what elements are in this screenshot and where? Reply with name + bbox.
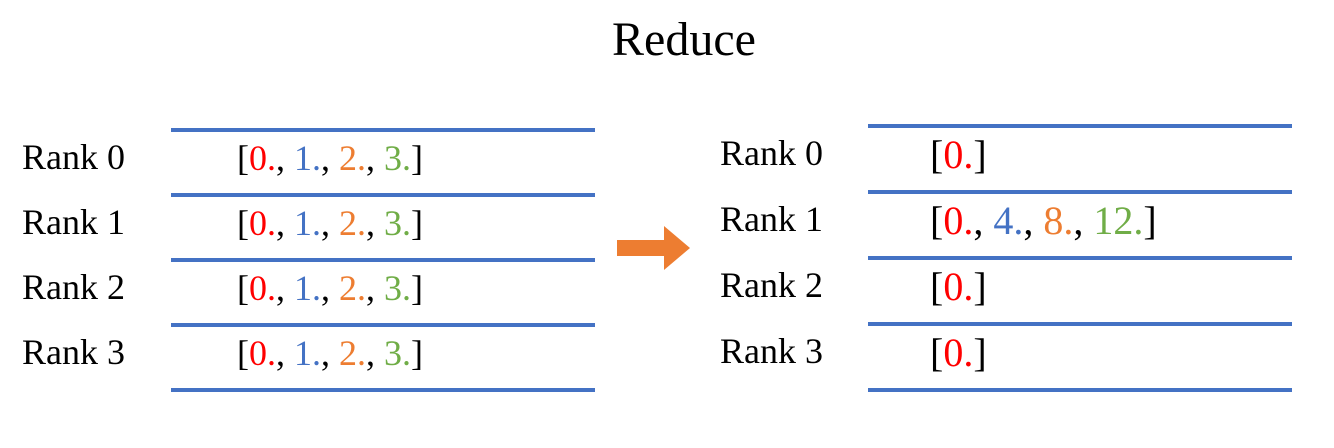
rank-label: Rank 1 (720, 190, 868, 256)
tensor-close-bracket: ] (411, 202, 423, 243)
table-row: Rank 0 [0., 1., 2., 3.] (22, 128, 595, 193)
tensor-cell: [0., 1., 2., 3.] (171, 323, 595, 388)
tensor-separator: , (321, 332, 339, 373)
tensor-value: 3. (384, 137, 411, 178)
tensor-separator: , (276, 267, 294, 308)
tensor-open-bracket: [ (930, 131, 944, 177)
tensor-separator: , (276, 332, 294, 373)
tensor-close-bracket: ] (1143, 197, 1157, 243)
tensor-value: 2. (339, 202, 366, 243)
rank-label-text: Rank 1 (720, 199, 823, 239)
diagram-title: Reduce (612, 13, 756, 66)
tensor-value: 3. (384, 332, 411, 373)
table-bottom-line (868, 388, 1292, 392)
tensor-cell: [0., 1., 2., 3.] (171, 128, 595, 193)
tensor-open-bracket: [ (930, 197, 944, 243)
table-row: Rank 1 [0., 1., 2., 3.] (22, 193, 595, 258)
tensor-cell: [0., 1., 2., 3.] (171, 193, 595, 258)
tensor-value: 0. (943, 131, 974, 177)
tensor-separator: , (366, 332, 384, 373)
rank-label-text: Rank 1 (22, 201, 125, 242)
rank-label: Rank 3 (720, 322, 868, 388)
tensor-value: 0. (943, 263, 974, 309)
tensor-close-bracket: ] (411, 137, 423, 178)
table-bottom-line (171, 388, 595, 392)
tensor-separator: , (321, 202, 339, 243)
table-row: Rank 1 [0., 4., 8., 12.] (720, 190, 1292, 256)
tensor-open-bracket: [ (237, 332, 249, 373)
table-row: Rank 2 [0.] (720, 256, 1292, 322)
table-row: Rank 3 [0.] (720, 322, 1292, 388)
rank-label: Rank 0 (22, 128, 171, 193)
rank-label: Rank 2 (720, 256, 868, 322)
tensor-close-bracket: ] (411, 332, 423, 373)
table-row: Rank 2 [0., 1., 2., 3.] (22, 258, 595, 323)
tensor-value: 8. (1043, 197, 1074, 243)
tensor-separator: , (276, 202, 294, 243)
reduce-arrow-icon (617, 226, 690, 270)
tensor-open-bracket: [ (237, 137, 249, 178)
tensor-value: 0. (249, 202, 276, 243)
tensor-value: 0. (249, 267, 276, 308)
tensor-value: 1. (294, 267, 321, 308)
tensor-value: 4. (993, 197, 1024, 243)
tensor-value: 0. (943, 329, 974, 375)
tensor-cell: [0.] (868, 124, 1292, 190)
rank-label-text: Rank 2 (22, 266, 125, 307)
tensor-value: 2. (339, 137, 366, 178)
tensor-close-bracket: ] (411, 267, 423, 308)
tensor-value: 2. (339, 267, 366, 308)
tensor-separator: , (1073, 197, 1094, 243)
tensor-value: 0. (249, 137, 276, 178)
tensor-separator: , (1023, 197, 1044, 243)
rank-label: Rank 3 (22, 323, 171, 388)
rank-label: Rank 2 (22, 258, 171, 323)
rank-label-text: Rank 3 (22, 331, 125, 372)
tensor-value: 2. (339, 332, 366, 373)
tensor-close-bracket: ] (973, 263, 987, 309)
tensor-value: 0. (249, 332, 276, 373)
tensor-value: 3. (384, 267, 411, 308)
tensor-cell: [0., 1., 2., 3.] (171, 258, 595, 323)
rank-label-text: Rank 2 (720, 265, 823, 305)
tensor-value: 12. (1093, 197, 1144, 243)
tensor-value: 1. (294, 202, 321, 243)
tensor-open-bracket: [ (930, 329, 944, 375)
tensor-separator: , (366, 137, 384, 178)
before-reduce-table: Rank 0 [0., 1., 2., 3.] Rank 1 [0., 1., 2.,… (22, 128, 595, 392)
tensor-cell: [0., 4., 8., 12.] (868, 190, 1292, 256)
tensor-cell: [0.] (868, 322, 1292, 388)
tensor-value: 1. (294, 332, 321, 373)
rank-label: Rank 0 (720, 124, 868, 190)
tensor-separator: , (366, 202, 384, 243)
tensor-separator: , (366, 267, 384, 308)
after-reduce-table: Rank 0 [0.] Rank 1 [0., 4., 8., 12.] Rank 2 [… (720, 124, 1292, 392)
rank-label: Rank 1 (22, 193, 171, 258)
tensor-value: 3. (384, 202, 411, 243)
tensor-close-bracket: ] (973, 131, 987, 177)
tensor-value: 1. (294, 137, 321, 178)
tensor-cell: [0.] (868, 256, 1292, 322)
tensor-separator: , (276, 137, 294, 178)
tensor-value: 0. (943, 197, 974, 243)
tensor-separator: , (973, 197, 994, 243)
rank-label-text: Rank 0 (22, 136, 125, 177)
tensor-separator: , (321, 137, 339, 178)
tensor-open-bracket: [ (930, 263, 944, 309)
rank-label-text: Rank 0 (720, 133, 823, 173)
rank-label-text: Rank 3 (720, 331, 823, 371)
tensor-open-bracket: [ (237, 267, 249, 308)
tensor-separator: , (321, 267, 339, 308)
table-row: Rank 0 [0.] (720, 124, 1292, 190)
tensor-open-bracket: [ (237, 202, 249, 243)
table-row: Rank 3 [0., 1., 2., 3.] (22, 323, 595, 388)
tensor-close-bracket: ] (973, 329, 987, 375)
